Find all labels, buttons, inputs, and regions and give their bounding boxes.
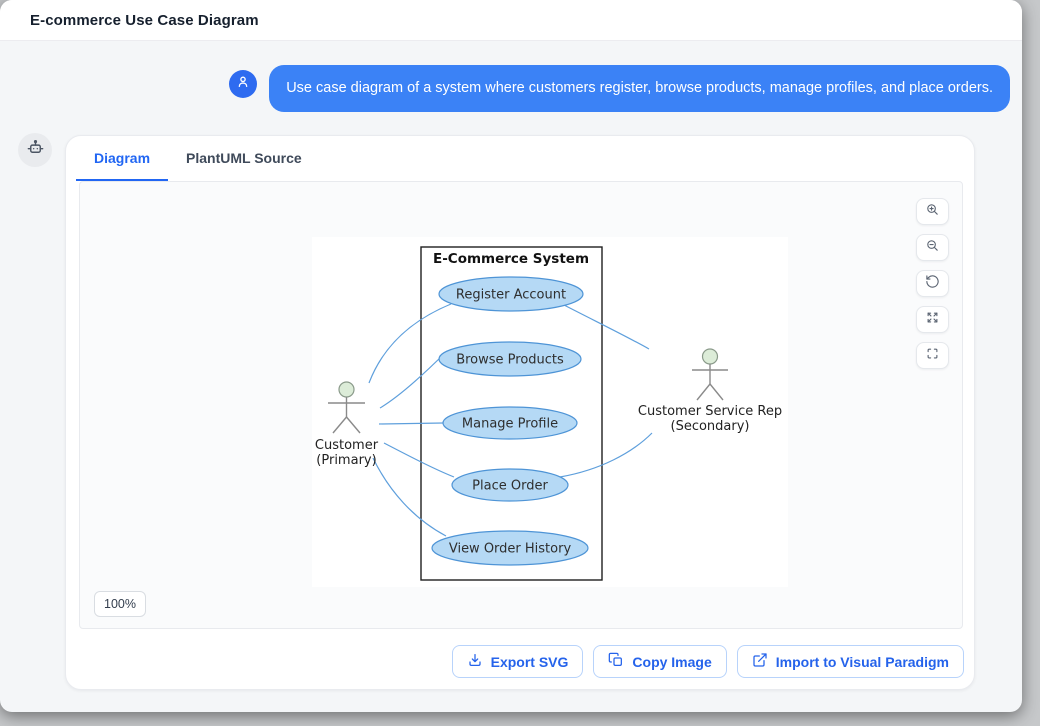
user-message-bubble: Use case diagram of a system where custo… [269, 65, 1010, 112]
import-visual-paradigm-button[interactable]: Import to Visual Paradigm [736, 645, 964, 678]
svg-text:View Order History: View Order History [449, 542, 572, 557]
tab-bar: Diagram PlantUML Source [66, 136, 974, 181]
zoom-level-badge: 100% [94, 591, 146, 617]
assoc-customer-register [368, 303, 452, 384]
tab-plantuml-source[interactable]: PlantUML Source [186, 149, 302, 166]
use-case-manage-profile[interactable]: Manage Profile [442, 406, 578, 440]
zoom-out-button[interactable] [916, 234, 949, 261]
app-window: E-commerce Use Case Diagram Use case dia… [0, 0, 1022, 712]
assoc-customer-history [372, 457, 447, 537]
chat-row: Use case diagram of a system where custo… [0, 65, 1010, 112]
diagram-svg: E-Commerce System Register Account [315, 246, 782, 581]
action-bar: Export SVG Copy Image Im [451, 645, 964, 678]
reset-view-button[interactable] [916, 270, 949, 297]
fullscreen-icon [925, 346, 940, 366]
system-boundary [420, 246, 603, 581]
svg-text:(Primary): (Primary) [316, 453, 376, 468]
zoom-out-icon [925, 238, 940, 258]
rotate-ccw-icon [925, 274, 940, 294]
svg-text:Customer Service Rep: Customer Service Rep [638, 404, 782, 419]
tab-diagram[interactable]: Diagram [76, 136, 169, 181]
copy-image-button[interactable]: Copy Image [593, 645, 727, 678]
use-case-place-order[interactable]: Place Order [451, 468, 569, 502]
assoc-rep-place [559, 432, 653, 478]
user-icon [235, 74, 251, 95]
svg-text:Customer: Customer [315, 438, 379, 453]
import-visual-paradigm-label: Import to Visual Paradigm [775, 653, 949, 670]
zoom-in-icon [925, 202, 940, 222]
title-bar: E-commerce Use Case Diagram [0, 0, 1022, 41]
system-title: E-Commerce System [433, 251, 589, 267]
svg-text:Register Account: Register Account [456, 288, 566, 303]
use-case-register-account[interactable]: Register Account [438, 276, 584, 312]
expand-button[interactable] [916, 306, 949, 333]
assoc-rep-register [563, 304, 650, 350]
export-svg-label: Export SVG [490, 653, 569, 670]
svg-text:Place Order: Place Order [472, 479, 548, 494]
fullscreen-button[interactable] [916, 342, 949, 369]
actor-customer-service-rep[interactable]: Customer Service Rep (Secondary) [638, 348, 782, 434]
page-title: E-commerce Use Case Diagram [30, 11, 259, 29]
user-avatar [229, 70, 258, 98]
use-case-diagram: E-Commerce System Register Account [312, 237, 788, 587]
assoc-customer-browse [379, 350, 448, 409]
export-svg-button[interactable]: Export SVG [451, 645, 584, 678]
use-case-browse-products[interactable]: Browse Products [438, 341, 582, 377]
zoom-in-button[interactable] [916, 198, 949, 225]
copy-image-label: Copy Image [632, 653, 712, 670]
svg-text:Browse Products: Browse Products [456, 353, 564, 368]
svg-text:Manage Profile: Manage Profile [462, 417, 558, 432]
use-case-view-order-history[interactable]: View Order History [431, 530, 589, 566]
expand-arrows-icon [925, 310, 940, 330]
download-icon [467, 652, 483, 671]
external-link-icon [752, 652, 768, 671]
bot-avatar [18, 133, 52, 167]
zoom-toolbar [916, 198, 949, 369]
svg-text:(Secondary): (Secondary) [671, 419, 750, 434]
diagram-card: Diagram PlantUML Source E-Commerce Syste… [65, 135, 975, 690]
robot-icon [26, 138, 45, 162]
assoc-customer-place [383, 442, 455, 478]
copy-icon [608, 652, 624, 671]
diagram-canvas[interactable]: E-Commerce System Register Account [79, 181, 963, 629]
assoc-customer-manage [378, 422, 444, 425]
actor-customer[interactable]: Customer (Primary) [315, 381, 379, 468]
